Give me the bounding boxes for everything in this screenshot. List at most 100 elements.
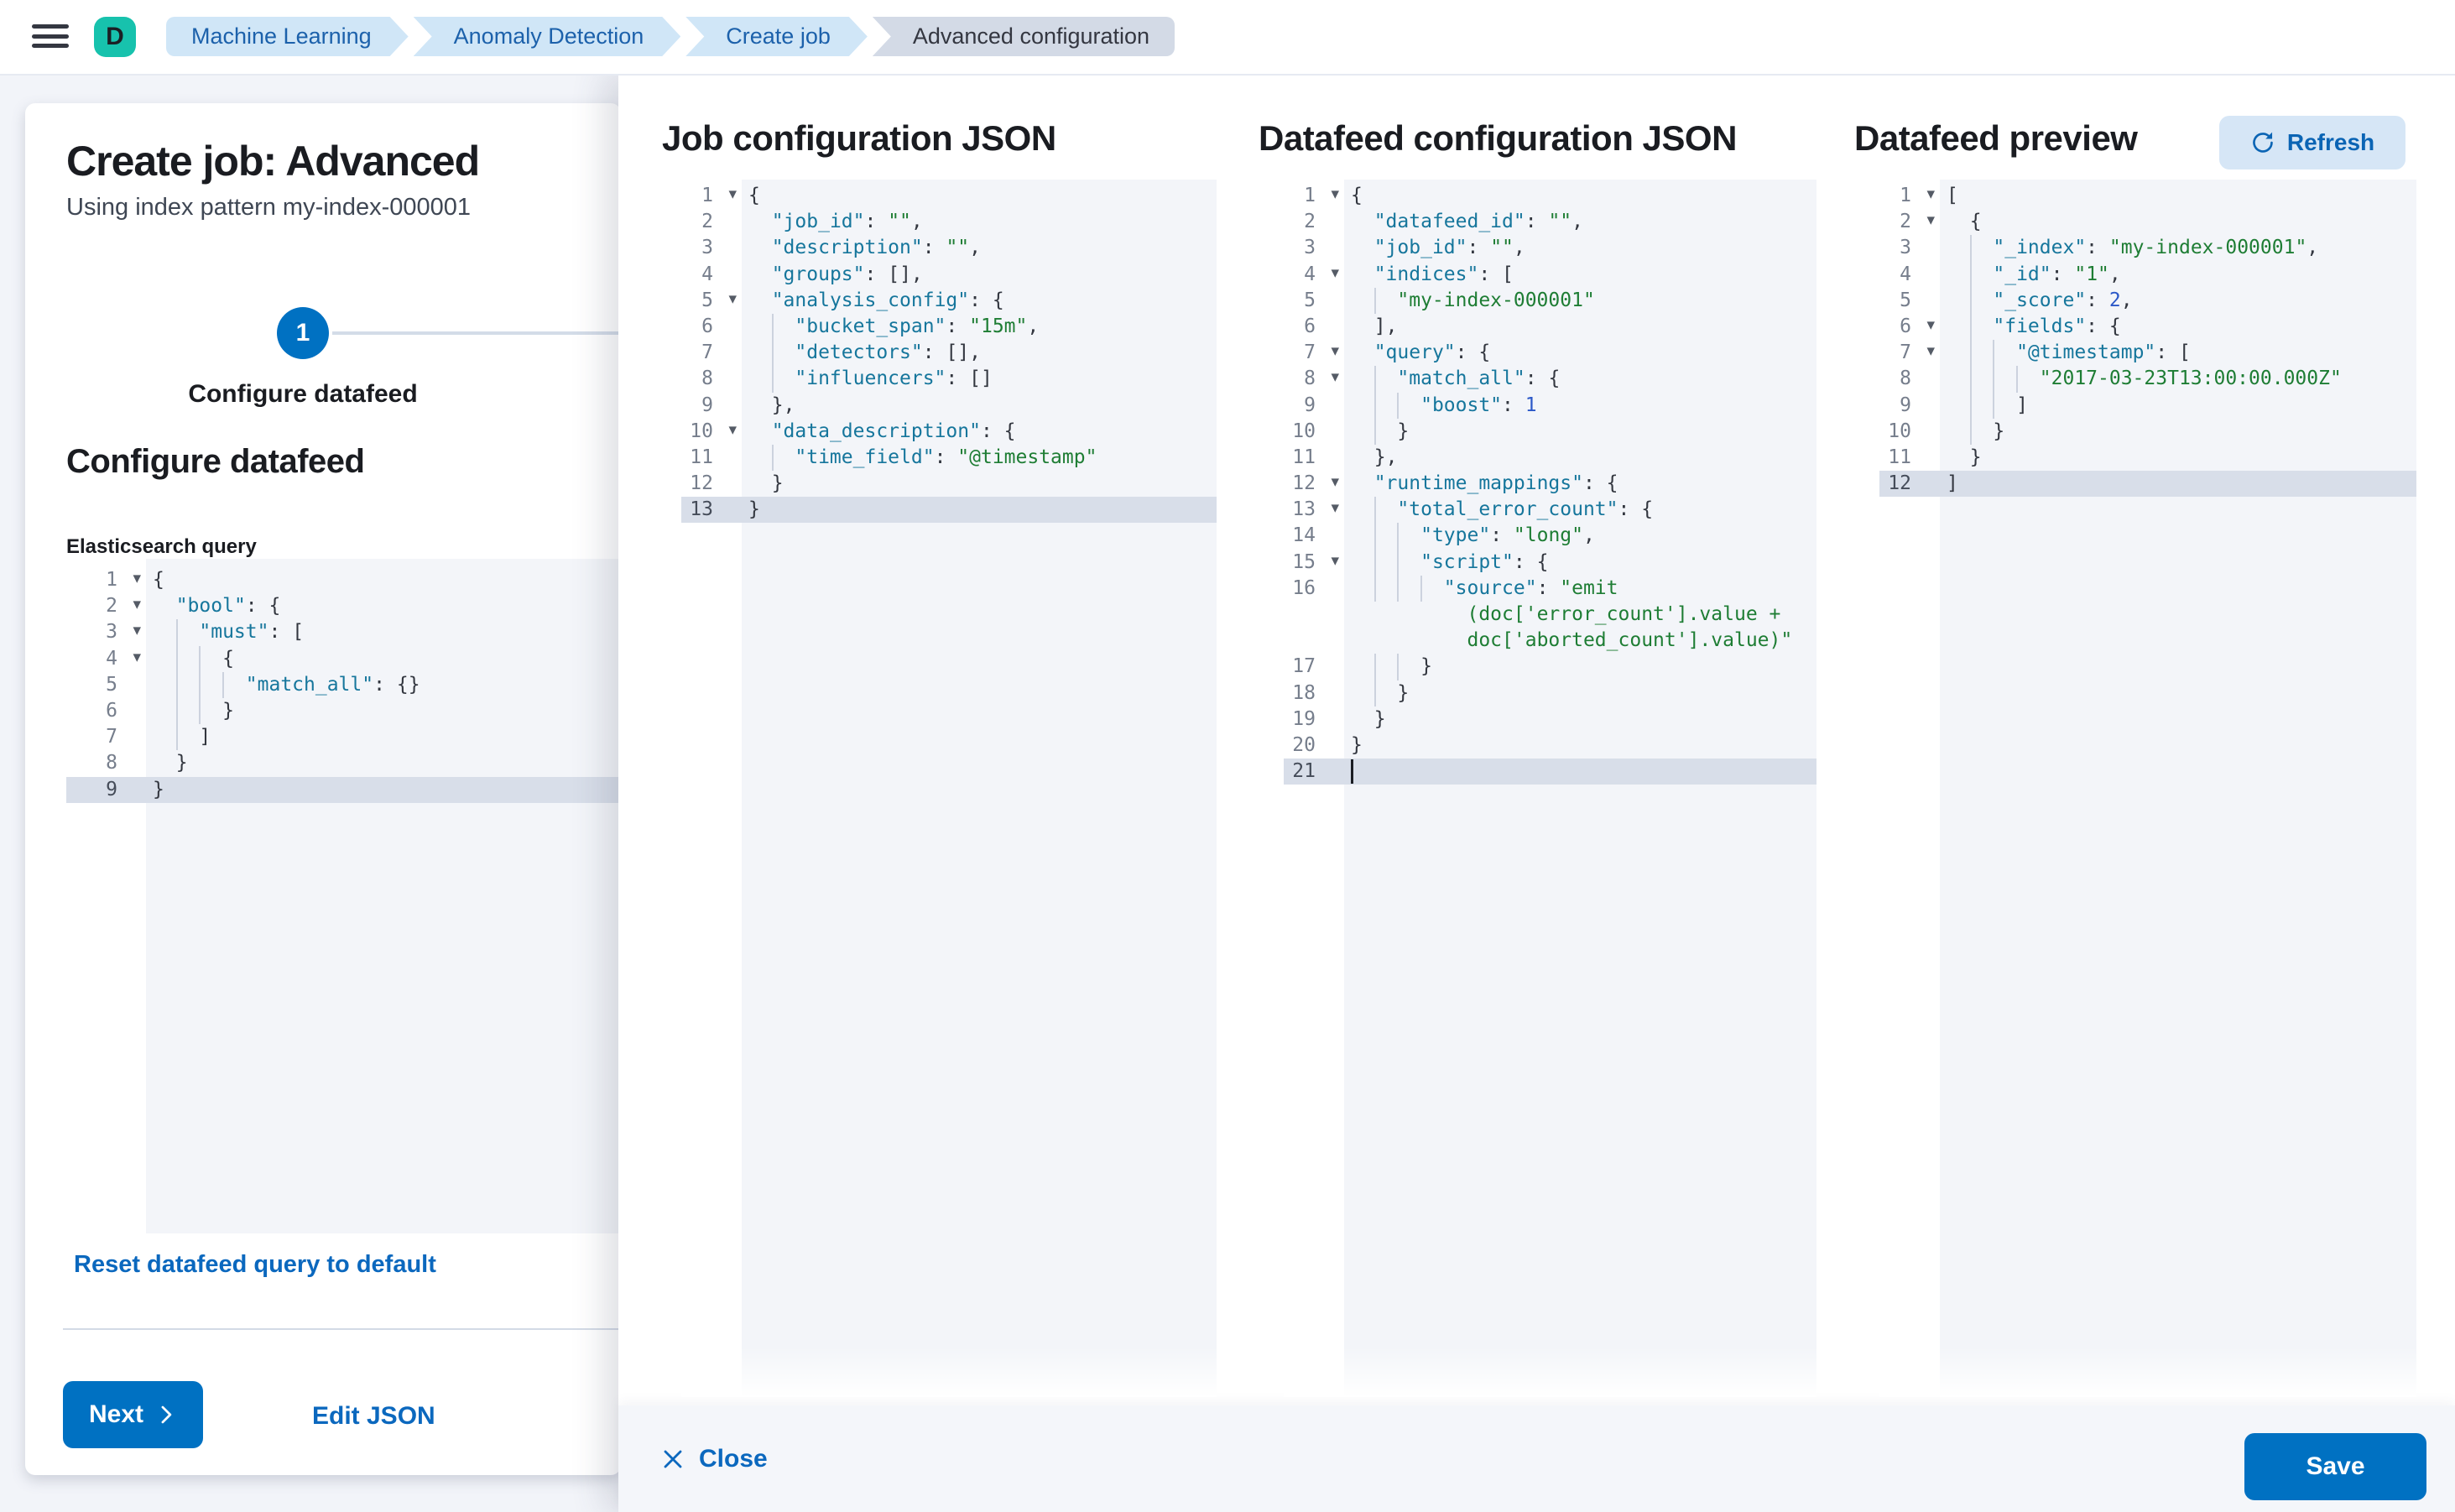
fold-arrow-icon[interactable]: ▾ (1331, 368, 1339, 387)
indent-guide (1373, 287, 1376, 314)
menu-icon[interactable] (32, 24, 69, 50)
code-row: 8 "2017-03-23T13:00:00.000Z" (1879, 366, 2416, 393)
line-number: 1▾ (1284, 183, 1344, 209)
fold-arrow-icon[interactable]: ▾ (1331, 550, 1339, 570)
fold-arrow-icon[interactable]: ▾ (728, 289, 737, 308)
indent-guide (1373, 497, 1376, 524)
indent-guide (1969, 392, 1972, 419)
fold-arrow-icon[interactable]: ▾ (1926, 185, 1935, 203)
save-button[interactable]: Save (2244, 1433, 2426, 1500)
line-number: 7 (701, 342, 713, 364)
fold-arrow-icon[interactable]: ▾ (133, 621, 141, 640)
next-button[interactable]: Next (63, 1381, 203, 1448)
code-row: 8▾ "match_all": { (1284, 366, 1816, 393)
code-line: ] (1940, 392, 2416, 419)
fold-arrow-icon[interactable]: ▾ (1331, 342, 1339, 361)
elasticsearch-query-label: Elasticsearch query (66, 535, 257, 558)
code-row: 5 "match_all": {} (66, 671, 618, 698)
line-number: 3▾ (66, 619, 146, 645)
editor-bottom-fade (681, 1347, 1217, 1397)
indent-guide (1969, 235, 1972, 262)
fold-arrow-icon[interactable]: ▾ (1331, 472, 1339, 492)
avatar[interactable]: D (94, 17, 136, 57)
fold-arrow-icon[interactable]: ▾ (1331, 185, 1339, 203)
fold-arrow-icon[interactable]: ▾ (728, 420, 737, 439)
section-title: Configure datafeed (66, 443, 365, 480)
fold-arrow-icon[interactable]: ▾ (1926, 342, 1935, 361)
code-row: 12▾ "runtime_mappings": { (1284, 471, 1816, 497)
line-number: 10 (1888, 420, 1911, 442)
datafeed-config-editor[interactable]: 1▾{2 "datafeed_id": "",3 "job_id": "",4▾… (1284, 180, 1816, 1397)
code-line: "@timestamp": [ (1940, 340, 2416, 367)
line-number: 2 (1304, 211, 1316, 233)
edit-json-flyout: Job configuration JSON Datafeed configur… (618, 74, 2455, 1512)
code-line: "bool": { (175, 595, 281, 618)
breadcrumb-item-create-job[interactable]: Create job (685, 17, 868, 56)
fold-arrow-icon[interactable]: ▾ (1331, 263, 1339, 282)
code-row: 8 "influencers": [] (681, 366, 1217, 393)
code-line: ], (1373, 315, 1398, 337)
step-indicator-1[interactable]: 1 (277, 307, 329, 359)
fold-arrow-icon[interactable]: ▾ (133, 647, 141, 666)
code-row: 9} (66, 776, 618, 803)
code-row: 7▾ "@timestamp": [ (1879, 340, 2416, 367)
line-number: 6 (106, 699, 117, 722)
line-number: 4▾ (1284, 262, 1344, 288)
fold-arrow-icon[interactable]: ▾ (1926, 211, 1935, 230)
indent-guide (1969, 366, 1972, 393)
indent-guide (1373, 654, 1376, 680)
code-line: { (1351, 185, 1363, 206)
line-number: 2▾ (66, 593, 146, 619)
line-number: 7▾ (1284, 340, 1344, 366)
edit-json-link[interactable]: Edit JSON (312, 1402, 435, 1430)
code-line: "analysis_config": { (771, 289, 1004, 311)
code-line: "2017-03-23T13:00:00.000Z" (1940, 366, 2416, 393)
code-line: ] (1947, 472, 1958, 495)
code-row: 2▾ "bool": { (66, 593, 618, 619)
code-line: "job_id": "", (1373, 237, 1525, 259)
indent-guide (1397, 654, 1400, 680)
code-line: } (1969, 446, 1982, 468)
breadcrumb-item-anomaly-detection[interactable]: Anomaly Detection (414, 17, 681, 56)
breadcrumb-item-machine-learning[interactable]: Machine Learning (166, 17, 409, 56)
fold-arrow-icon[interactable]: ▾ (133, 569, 141, 587)
refresh-button-label: Refresh (2286, 129, 2375, 155)
code-row: 13▾ "total_error_count": { (1284, 497, 1816, 524)
close-button-label: Close (699, 1444, 768, 1473)
editor-bottom-fade (1284, 1347, 1816, 1397)
reset-datafeed-query-link[interactable]: Reset datafeed query to default (74, 1251, 436, 1278)
line-number: 13 (690, 498, 713, 521)
refresh-button[interactable]: Refresh (2219, 116, 2405, 169)
fold-arrow-icon[interactable]: ▾ (133, 595, 141, 614)
code-row: 8 } (66, 750, 618, 776)
line-number: 13▾ (1284, 497, 1344, 523)
fold-arrow-icon[interactable]: ▾ (1331, 498, 1339, 518)
indent-guide (175, 671, 178, 698)
indent-guide (199, 671, 201, 698)
line-number: 9 (1900, 394, 1911, 416)
job-config-editor[interactable]: 1▾{2 "job_id": "",3 "description": "",4 … (681, 180, 1217, 1397)
editor-gutter (66, 559, 146, 1233)
index-pattern-subtitle: Using index pattern my-index-000001 (66, 194, 471, 221)
line-number: 5▾ (681, 288, 742, 314)
line-number: 5 (106, 673, 117, 696)
fold-arrow-icon[interactable]: ▾ (1926, 315, 1935, 334)
elasticsearch-query-editor[interactable]: 1▾{2▾ "bool": {3▾ "must": [4▾ {5 "match_… (66, 559, 618, 1233)
step-connector-line (332, 331, 621, 335)
code-row: 9 "boost": 1 (1284, 392, 1816, 419)
code-row: 1▾ { (1284, 183, 1816, 209)
datafeed-preview-editor[interactable]: 1▾[2▾ {3 "_index": "my-index-000001",4 "… (1879, 180, 2416, 1397)
code-line: "runtime_mappings": { (1373, 472, 1618, 495)
close-button[interactable]: Close (660, 1405, 768, 1512)
indent-guide (1397, 523, 1400, 550)
code-line: } (1373, 707, 1386, 730)
code-line: "source": "emit (1344, 575, 1816, 602)
fold-arrow-icon[interactable]: ▾ (728, 185, 737, 203)
line-number: 6▾ (1879, 314, 1940, 340)
code-row: 5▾ "analysis_config": { (681, 288, 1217, 314)
code-row: 14 "type": "long", (1284, 523, 1816, 550)
indent-guide (771, 444, 774, 472)
line-number: 8 (1900, 368, 1911, 390)
